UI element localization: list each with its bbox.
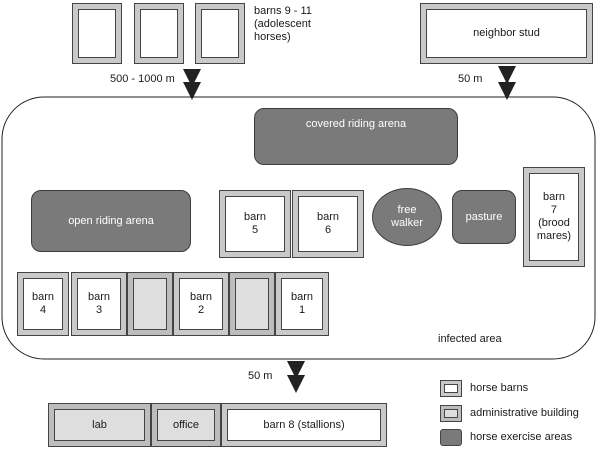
legend-swatch-exercise <box>440 429 462 446</box>
free-walker: free walker <box>372 188 442 246</box>
distance-left-label: 500 - 1000 m <box>110 73 175 85</box>
free-walker-label: free walker <box>391 204 423 229</box>
infected-area-label: infected area <box>438 333 502 345</box>
infected-area-outline <box>1 96 596 360</box>
barn-1: barn 1 <box>275 272 329 336</box>
barn-2-label: barn 2 <box>189 291 213 316</box>
covered-riding-arena: covered riding arena <box>254 108 458 165</box>
barn-2: barn 2 <box>173 272 229 336</box>
barn-3-label: barn 3 <box>87 291 111 316</box>
neighbor-stud-label: neighbor stud <box>473 27 540 39</box>
distance-right-label: 50 m <box>458 73 483 85</box>
lab: lab <box>48 403 151 447</box>
legend-label-exercise: horse exercise areas <box>470 431 573 443</box>
distance-bottom-label: 50 m <box>248 370 273 382</box>
barn-11 <box>195 3 245 64</box>
neighbor-stud: neighbor stud <box>420 3 593 64</box>
adolescent-barns-label: barns 9 - 11 (adolescent horses) <box>254 5 312 43</box>
legend-label-barns: horse barns <box>470 382 529 394</box>
office: office <box>151 403 221 447</box>
admin-building-2 <box>229 272 275 336</box>
pasture-label: pasture <box>465 210 503 223</box>
barn-4-label: barn 4 <box>31 291 55 316</box>
open-riding-arena: open riding arena <box>31 190 191 252</box>
barn-5: barn 5 <box>219 190 291 258</box>
barn-4: barn 4 <box>17 272 69 336</box>
barn-10 <box>134 3 184 64</box>
barn-1-label: barn 1 <box>290 291 314 316</box>
legend-swatch-barns <box>440 380 462 397</box>
barn-7-label: barn 7 (brood mares) <box>536 191 572 242</box>
barn-7: barn 7 (brood mares) <box>523 167 585 267</box>
admin-building-1 <box>127 272 173 336</box>
barn-3: barn 3 <box>71 272 127 336</box>
legend-swatch-admin <box>440 405 462 422</box>
barn-8-label: barn 8 (stallions) <box>263 418 345 431</box>
barn-6: barn 6 <box>292 190 364 258</box>
barn-6-label: barn 6 <box>316 211 340 236</box>
legend-label-admin: administrative building <box>470 407 579 419</box>
barn-8: barn 8 (stallions) <box>221 403 387 447</box>
office-label: office <box>172 418 200 431</box>
barn-5-label: barn 5 <box>243 211 267 236</box>
open-arena-label: open riding arena <box>68 214 154 227</box>
pasture: pasture <box>452 190 516 244</box>
covered-arena-label: covered riding arena <box>305 118 407 130</box>
barn-9 <box>72 3 122 64</box>
lab-label: lab <box>92 418 107 431</box>
